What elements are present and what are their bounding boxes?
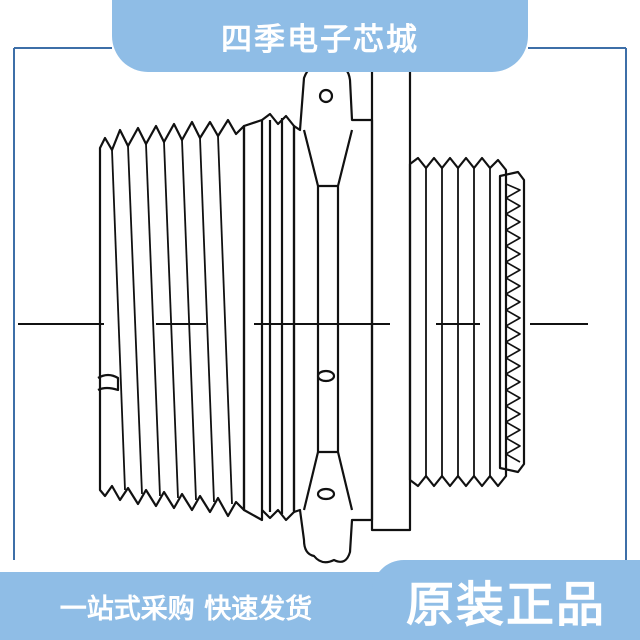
middle-collar-thread <box>261 112 296 522</box>
top-banner: 四季电子芯城 <box>112 0 528 72</box>
right-thread-lines <box>425 168 491 476</box>
left-thread-lines <box>111 135 233 505</box>
genuine-badge-text: 原装正品 <box>405 577 606 633</box>
middle-collar <box>242 118 264 522</box>
left-thread-body <box>98 118 246 518</box>
frame-lines <box>13 47 627 560</box>
knurled-ring <box>498 170 526 474</box>
panel-plate <box>370 58 412 532</box>
genuine-badge: 原装正品 <box>372 560 640 640</box>
footer-slogan-area: 一站式采购 快速发货 <box>0 572 372 640</box>
store-name: 四季电子芯城 <box>221 21 419 58</box>
footer-slogan: 一站式采购 快速发货 <box>59 593 313 625</box>
right-thread-body <box>408 156 508 488</box>
left-notch <box>97 373 120 392</box>
